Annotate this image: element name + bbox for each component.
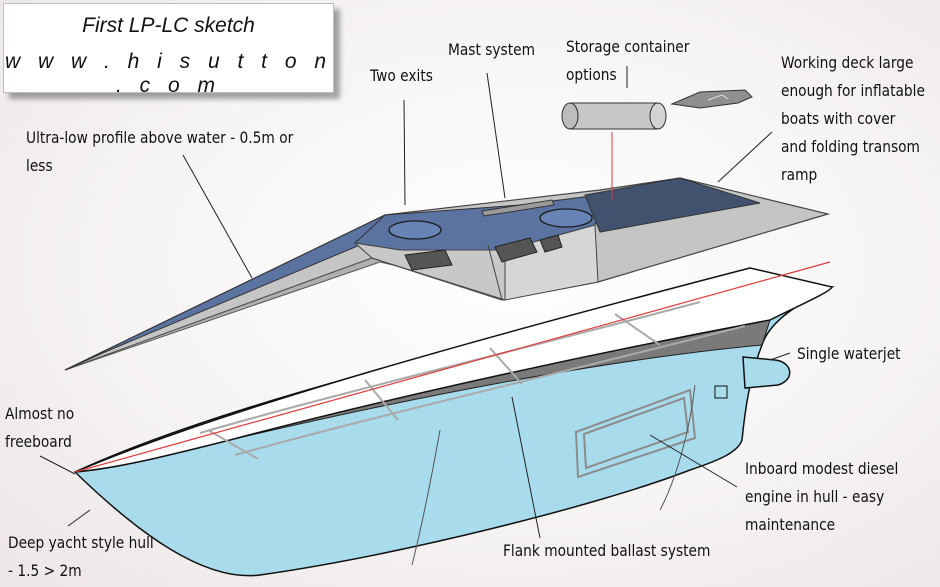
- label-almost-no-line1: Almost no: [5, 404, 75, 423]
- label-ultra-low-line1: Ultra-low profile above water - 0.5m or: [26, 128, 294, 147]
- waterjet: [742, 356, 791, 389]
- title-text: First LP-LC sketch: [82, 14, 255, 37]
- storage-container-cylinder: [561, 102, 667, 130]
- label-storage-line2: options: [566, 65, 617, 84]
- working-deck: [584, 177, 761, 233]
- ballast-line-aft: [659, 384, 696, 511]
- label-flank-ballast: Flank mounted ballast system: [503, 541, 711, 560]
- waterjet-nozzle: [714, 385, 728, 399]
- waterline: [74, 261, 831, 473]
- inflatable-boat-detail: [707, 94, 729, 101]
- label-storage-line1: Storage container: [566, 37, 690, 56]
- label-deep-yacht-line2: - 1.5 > 2m: [8, 561, 82, 580]
- label-ultra-low-line2: less: [26, 156, 53, 175]
- label-working-deck-line2: enough for inflatable: [781, 81, 925, 100]
- label-mast-system: Mast system: [448, 40, 535, 59]
- mast: [481, 199, 555, 217]
- label-almost-no-line2: freeboard: [5, 432, 72, 451]
- ballast-line-fwd: [411, 429, 441, 566]
- label-single-waterjet: Single waterjet: [797, 344, 901, 363]
- bow-blue-wedge: [64, 214, 386, 371]
- title-box: First LP-LC sketch w w w . h i s u t t o…: [3, 3, 334, 97]
- sail-edge: [487, 244, 503, 301]
- window-2: [494, 237, 538, 263]
- label-two-exits: Two exits: [370, 66, 433, 85]
- engine-outline: [574, 388, 697, 479]
- label-working-deck-line5: ramp: [781, 165, 818, 184]
- label-inboard-line1: Inboard modest diesel: [745, 459, 899, 478]
- window-3: [539, 234, 563, 253]
- window-1: [404, 249, 453, 271]
- label-working-deck-line1: Working deck large: [781, 53, 914, 72]
- label-working-deck-line4: and folding transom: [781, 137, 920, 156]
- label-inboard-line3: maintenance: [745, 515, 836, 534]
- leader-lines: [39, 66, 791, 539]
- hatch-exit-1: [388, 220, 442, 240]
- website-text: w w w . h i s u t t o n . c o m: [4, 50, 333, 97]
- label-inboard-line2: engine in hull - easy: [745, 487, 885, 506]
- label-deep-yacht-line1: Deep yacht style hull: [8, 533, 154, 552]
- hatch-exit-2: [539, 208, 593, 228]
- label-working-deck-line3: boats with cover: [781, 109, 896, 128]
